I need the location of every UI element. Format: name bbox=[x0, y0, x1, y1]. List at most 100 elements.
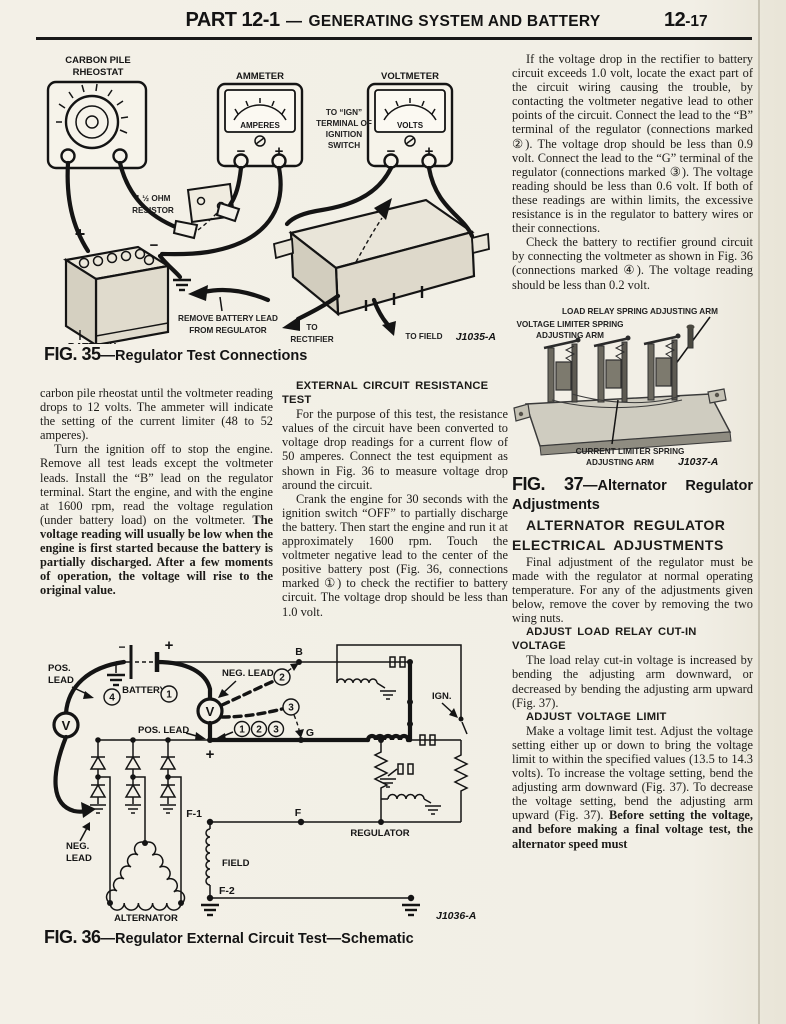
bold-text: Before setting the voltage, and before m… bbox=[512, 808, 753, 851]
fig37-label-voltage-limiter-line2: ADJUSTING ARM bbox=[536, 331, 604, 340]
neg-lead-wire bbox=[154, 659, 213, 702]
paragraph: For the purpose of this test, the resist… bbox=[282, 407, 508, 492]
fig35-label-voltmeter: VOLTMETER bbox=[381, 71, 439, 82]
relay-units bbox=[543, 333, 683, 408]
fig37-caption: FIG. 37—Alternator Regulator Adjustments bbox=[512, 473, 753, 513]
contact-points bbox=[419, 734, 426, 746]
fig37-label-current-limiter-line1: CURRENT LIMITER SPRING bbox=[576, 447, 685, 456]
fig35-label-to-field: TO FIELD bbox=[405, 332, 442, 341]
fig35-label-battery: BATTERY bbox=[68, 341, 116, 344]
ammeter-terminal bbox=[233, 153, 249, 169]
fig36-caption: FIG. 36—Regulator External Circuit Test—… bbox=[44, 927, 414, 947]
rheostat-terminal bbox=[60, 148, 76, 164]
fig35-label-to-ign-line1: TO “IGN” bbox=[326, 108, 362, 117]
fig35-label-to-rectifier-line2: RECTIFIER bbox=[290, 335, 333, 344]
ammeter-adjust-screw bbox=[254, 135, 266, 147]
connection-3-marker bbox=[267, 720, 285, 738]
voltmeter-scale-arc bbox=[383, 104, 437, 121]
part-number: PART 12-1 bbox=[185, 9, 281, 31]
title-dash: — bbox=[286, 13, 303, 30]
voltmeter-minus: − bbox=[387, 143, 396, 160]
fig35-label-resistor-line2: RESISTOR bbox=[132, 206, 174, 215]
fig37-alternator-regulator-photo: LOAD RELAY SPRING ADJUSTING ARM VOLTAGE … bbox=[513, 307, 732, 468]
rectifier-diodes bbox=[89, 737, 182, 903]
subhead-adjust-load-relay-cut-in-voltage: ADJUST LOAD RELAY CUT-IN VOLTAGE bbox=[512, 626, 697, 653]
fig35-label-remove-lead-line2: FROM REGULATOR bbox=[189, 326, 267, 335]
fig37-label-voltage-limiter-line1: VOLTAGE LIMITER SPRING bbox=[516, 320, 623, 329]
fig37-figure: LOAD RELAY SPRING ADJUSTING ARM VOLTAGE … bbox=[512, 304, 753, 515]
paragraph: Final adjustment of the regulator must b… bbox=[512, 554, 753, 626]
pos-lead-wire bbox=[63, 659, 127, 716]
ground-symbol bbox=[201, 903, 219, 917]
fig35-label-remove-lead-line1: REMOVE BATTERY LEAD bbox=[178, 314, 278, 323]
paragraph: The load relay cut-in voltage is increas… bbox=[512, 653, 753, 710]
coil-symbol bbox=[387, 793, 425, 800]
resistor-symbol bbox=[373, 740, 389, 822]
middle-text-column: EXTERNAL CIRCUIT RESISTANCE TEST For the… bbox=[282, 379, 508, 619]
neg-lead-wire bbox=[53, 734, 87, 814]
fig36-label-b-terminal: B bbox=[295, 646, 303, 658]
svg-text:V: V bbox=[206, 704, 215, 719]
fig35-label-to-rectifier-line1: TO bbox=[306, 323, 318, 332]
ground-symbol bbox=[402, 903, 420, 917]
fig36-plus-node: + bbox=[206, 746, 215, 763]
paragraph: Check the battery to rectifier ground ci… bbox=[512, 235, 753, 292]
connection-1-marker bbox=[160, 685, 178, 703]
ground-symbol bbox=[425, 805, 441, 815]
right-text-column: If the voltage drop in the rectifier to … bbox=[512, 52, 753, 851]
to-rectifier-arrowhead bbox=[282, 316, 300, 331]
fig36-label-neg-lead2-line1: NEG. bbox=[66, 841, 89, 852]
svg-text:1: 1 bbox=[166, 690, 172, 701]
fig36-label-pos-lead1-line1: POS. bbox=[48, 663, 71, 674]
fig36-label-battery: BATTERY bbox=[122, 685, 166, 696]
bold-text: The voltage reading will usually be low … bbox=[40, 512, 273, 598]
fig36-label-pos-lead1-line2: LEAD bbox=[48, 675, 74, 686]
paragraph: Turn the ignition off to stop the engine… bbox=[40, 442, 273, 598]
connection-2-marker bbox=[250, 720, 268, 738]
page-edge-shadow bbox=[758, 0, 760, 1024]
fig37-label-current-limiter-line2: ADJUSTING ARM bbox=[586, 458, 654, 467]
fig36-battery-minus: − bbox=[118, 640, 125, 654]
fig35-label-ammeter: AMMETER bbox=[236, 71, 284, 82]
header-rule bbox=[36, 37, 752, 40]
paragraph: carbon pile rheostat until the voltmeter… bbox=[40, 386, 273, 443]
field-coil bbox=[205, 828, 211, 886]
svg-text:2: 2 bbox=[279, 673, 285, 684]
remove-lead-arrowhead bbox=[188, 285, 208, 301]
fig35-regulator-test-connections-diagram: CARBON PILE RHEOSTAT AMMETER AMPERES − +… bbox=[46, 55, 496, 344]
paragraph: Make a voltage limit test. Adjust the vo… bbox=[512, 723, 753, 851]
rheostat-ticks bbox=[56, 83, 129, 134]
svg-text:2: 2 bbox=[256, 725, 262, 736]
connection-2-marker bbox=[273, 668, 291, 686]
fig35-ref-code: J1035-A bbox=[456, 331, 496, 343]
ammeter-scale-arc bbox=[233, 104, 287, 121]
fig36-label-regulator: REGULATOR bbox=[350, 828, 409, 839]
svg-text:4: 4 bbox=[109, 693, 115, 704]
fig35-label-to-ign-line4: SWITCH bbox=[328, 141, 360, 150]
page-title: PART 12-1 — GENERATING SYSTEM AND BATTER… bbox=[0, 9, 786, 32]
heading-alternator-regulator-electrical-adjustments: ALTERNATOR REGULATOR ELECTRICAL ADJUSTME… bbox=[512, 516, 726, 553]
coil-symbol bbox=[336, 678, 378, 684]
svg-text:3: 3 bbox=[288, 703, 294, 714]
fig36-label-neg-lead1: NEG. LEAD bbox=[222, 668, 274, 679]
svg-text:1: 1 bbox=[239, 725, 245, 736]
voltmeter-adjust-screw bbox=[404, 135, 416, 147]
to-field-arrowhead bbox=[382, 321, 396, 336]
fig36-label-g-terminal: G bbox=[306, 727, 314, 739]
alternator-stator-winding bbox=[105, 840, 186, 911]
page-number: 12-17 bbox=[664, 9, 708, 31]
fig36-label-pos-lead2: POS. LEAD bbox=[138, 725, 189, 736]
fig36-battery-plus: + bbox=[165, 637, 174, 654]
subhead-external-circuit-resistance-test: EXTERNAL CIRCUIT RESISTANCE TEST bbox=[282, 380, 489, 407]
connection-1-marker bbox=[233, 720, 251, 738]
paragraph: If the voltage drop in the rectifier to … bbox=[512, 52, 753, 236]
fig36-label-ign: IGN. bbox=[432, 691, 452, 702]
fig35-label-resistor-line1: 1 ½ OHM bbox=[135, 194, 170, 203]
ammeter-plus: + bbox=[275, 143, 284, 160]
subhead-adjust-voltage-limit: ADJUST VOLTAGE LIMIT bbox=[526, 710, 667, 723]
fig36-label-f: F bbox=[295, 807, 302, 819]
regulator-illustration bbox=[272, 198, 490, 317]
fig36-regulator-external-circuit-schematic: − + BATTERY POS. LEAD V 4 1 NEG. LEAD V … bbox=[48, 637, 476, 924]
fig35-label-rheostat-line2: RHEOSTAT bbox=[73, 67, 124, 78]
fig35-caption: FIG. 35—Regulator Test Connections bbox=[44, 344, 308, 364]
